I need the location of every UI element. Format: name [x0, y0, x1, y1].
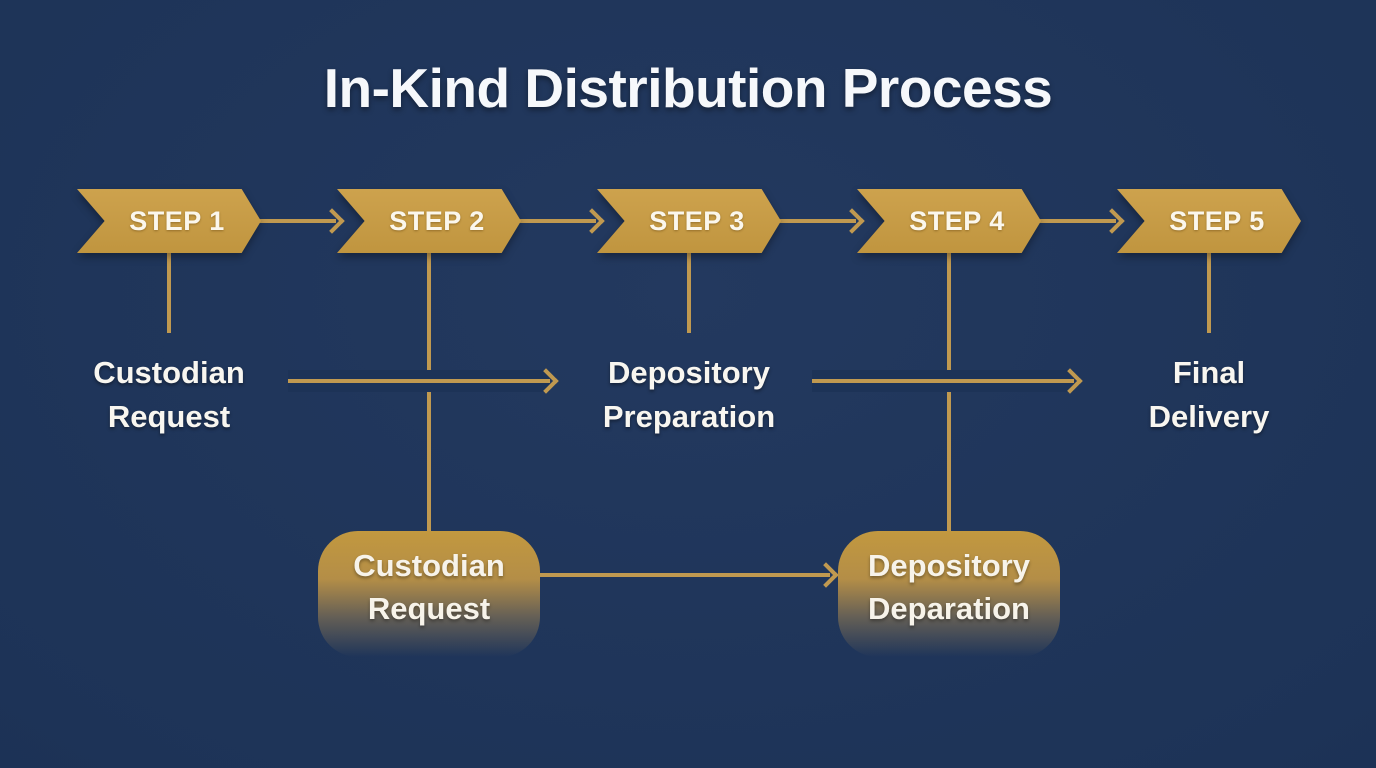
label-line-2: Request — [107, 399, 231, 435]
card-line-2: Request — [367, 591, 491, 627]
arrow-step4-step5 — [1036, 208, 1125, 234]
step-1-label: STEP 1 — [77, 189, 261, 253]
diagram-title: In-Kind Distribution Process — [323, 57, 1053, 119]
arrow-shaft — [812, 370, 1074, 392]
step-5-label: STEP 5 — [1117, 189, 1301, 253]
arrow-head-icon — [813, 562, 839, 588]
arrow-shaft — [540, 573, 830, 577]
custodian-request-label: Custodian Request — [39, 351, 299, 439]
step-3-label: STEP 3 — [597, 189, 781, 253]
step-5-banner: STEP 5 — [1117, 189, 1301, 253]
step-2-drop-line — [427, 253, 431, 533]
depository-deparation-card: Depository Deparation — [838, 531, 1060, 657]
arrow-shaft — [776, 219, 856, 223]
step-1-banner: STEP 1 — [77, 189, 261, 253]
step-4-drop-line — [947, 253, 951, 533]
arrow-shaft — [516, 219, 596, 223]
step-4-banner: STEP 4 — [857, 189, 1041, 253]
arrow-shaft — [1036, 219, 1116, 223]
step-2-banner: STEP 2 — [337, 189, 521, 253]
custodian-request-card: Custodian Request — [318, 531, 540, 657]
step-2-label: STEP 2 — [337, 189, 521, 253]
step-5-drop-line — [1207, 253, 1211, 333]
arrow-shaft — [256, 219, 336, 223]
card-line-1: Custodian — [353, 548, 505, 583]
step-1-drop-line — [167, 253, 171, 333]
arrow-depository-preparation-to-final-delivery — [812, 368, 1083, 394]
label-line-2: Preparation — [602, 399, 776, 435]
label-line-1: Custodian — [93, 355, 245, 390]
card-line-2: Deparation — [868, 591, 1030, 627]
arrow-custodian-request-card-to-depository-deparation-card — [540, 562, 839, 588]
label-line-1: Final — [1172, 355, 1246, 390]
arrow-shaft — [288, 370, 550, 392]
depository-preparation-label: Depository Preparation — [549, 351, 829, 439]
arrow-step1-step2 — [256, 208, 345, 234]
step-4-label: STEP 4 — [857, 189, 1041, 253]
final-delivery-label: Final Delivery — [1079, 351, 1339, 439]
step-3-drop-line — [687, 253, 691, 333]
arrow-step3-step4 — [776, 208, 865, 234]
card-line-1: Depository — [868, 548, 1030, 583]
label-line-2: Delivery — [1148, 399, 1270, 435]
label-line-1: Depository — [608, 355, 770, 390]
arrow-step2-step3 — [516, 208, 605, 234]
arrow-custodian-request-to-depository-preparation — [288, 368, 559, 394]
step-3-banner: STEP 3 — [597, 189, 781, 253]
